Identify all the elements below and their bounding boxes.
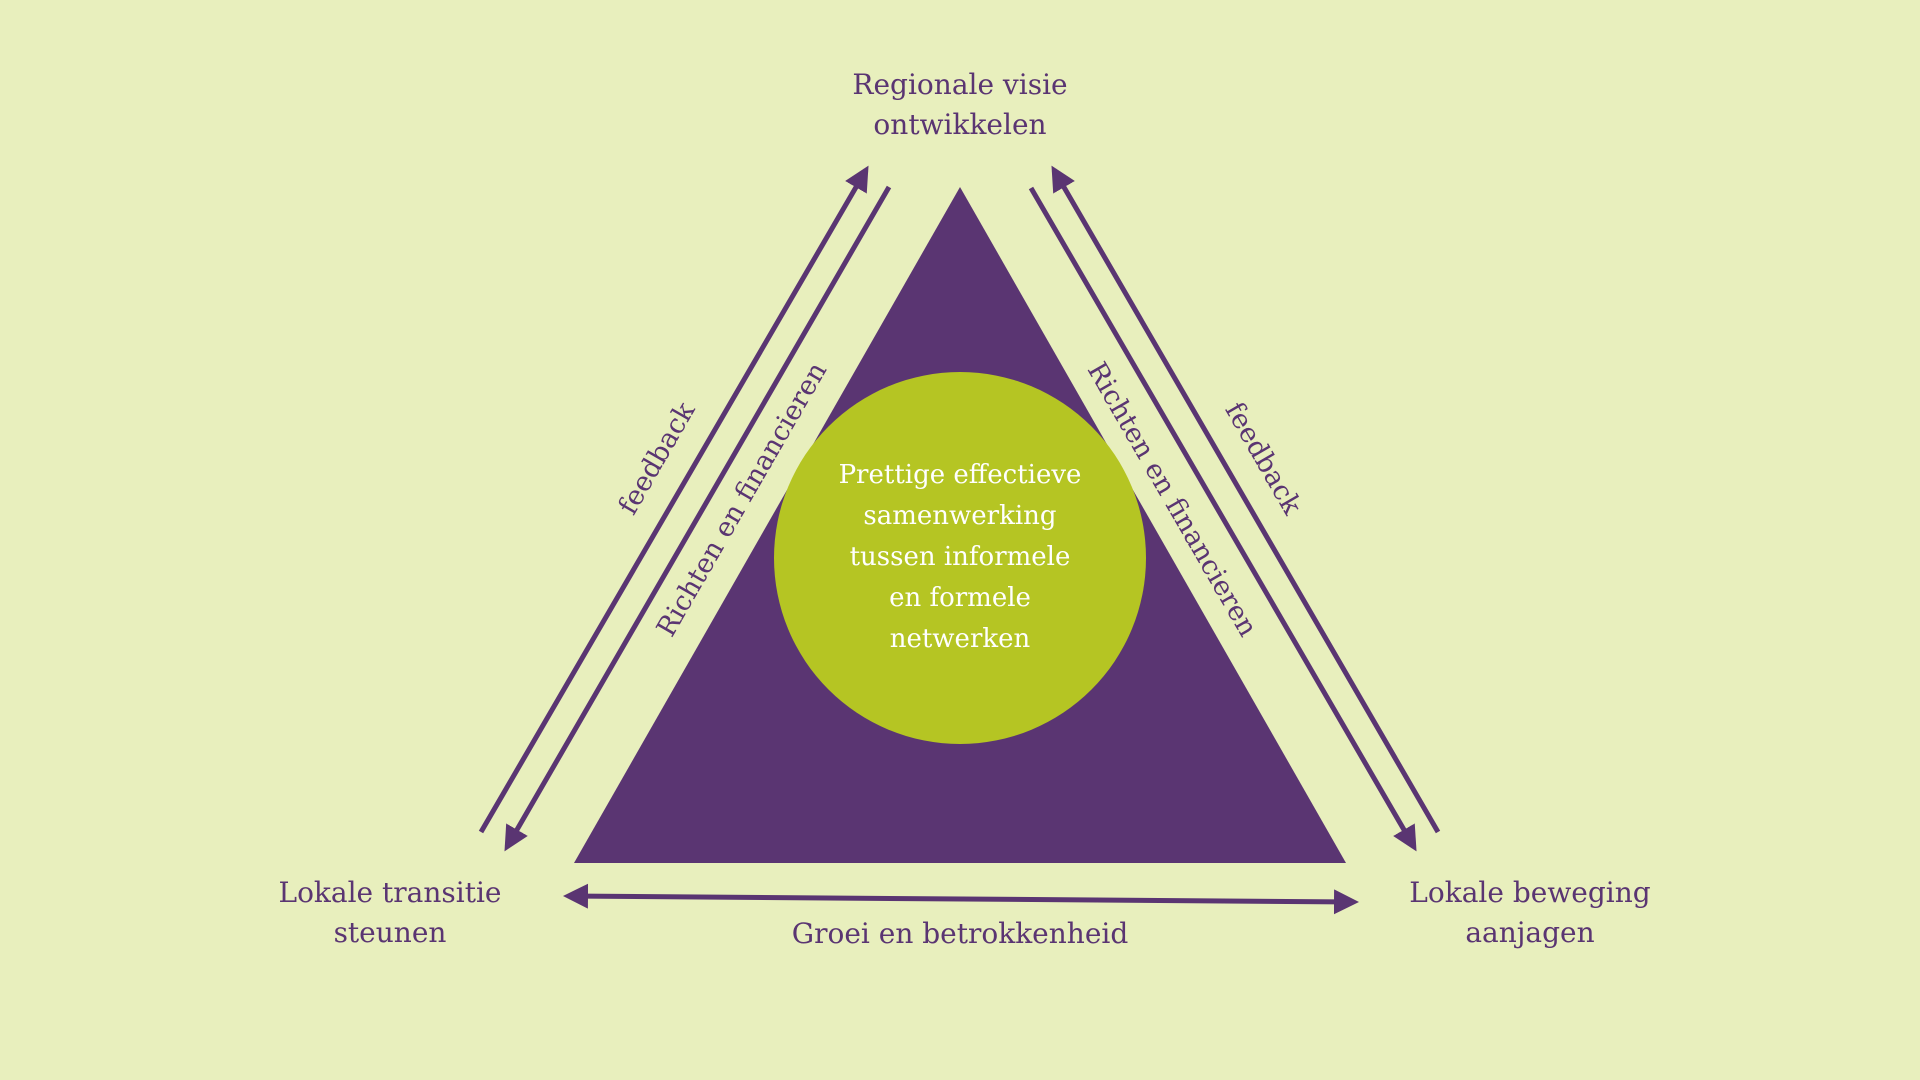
node-bottom-left-line-2: steunen bbox=[333, 916, 447, 949]
node-bottom-left-line-1: Lokale transitie bbox=[278, 876, 502, 909]
center-line-4: en formele bbox=[889, 583, 1031, 613]
center-line-1: Prettige effectieve bbox=[838, 460, 1082, 490]
node-bottom-left-label: Lokale transitie steunen bbox=[240, 873, 540, 953]
bottom-edge-label: Groei en betrokkenheid bbox=[791, 917, 1129, 950]
right-inner-arrow bbox=[1028, 186, 1417, 852]
node-top-line-1: Regionale visie bbox=[852, 68, 1068, 101]
node-bottom-right-label: Lokale beweging aanjagen bbox=[1380, 873, 1680, 953]
center-line-3: tussen informele bbox=[849, 542, 1071, 572]
node-top-line-2: ontwikkelen bbox=[873, 108, 1047, 141]
left-outer-arrow bbox=[478, 165, 869, 834]
center-line-2: samenwerking bbox=[863, 501, 1057, 531]
node-bottom-right-line-2: aanjagen bbox=[1465, 916, 1595, 949]
left-inner-arrow bbox=[504, 185, 892, 852]
center-line-5: netwerken bbox=[889, 624, 1031, 654]
center-circle bbox=[774, 372, 1146, 744]
bottom-double-arrow bbox=[563, 883, 1359, 915]
right-outer-arrow bbox=[1051, 165, 1441, 834]
node-top-label: Regionale visie ontwikkelen bbox=[810, 65, 1110, 145]
node-bottom-right-line-1: Lokale beweging bbox=[1409, 876, 1651, 909]
center-text: Prettige effectieve samenwerking tussen … bbox=[805, 455, 1115, 660]
